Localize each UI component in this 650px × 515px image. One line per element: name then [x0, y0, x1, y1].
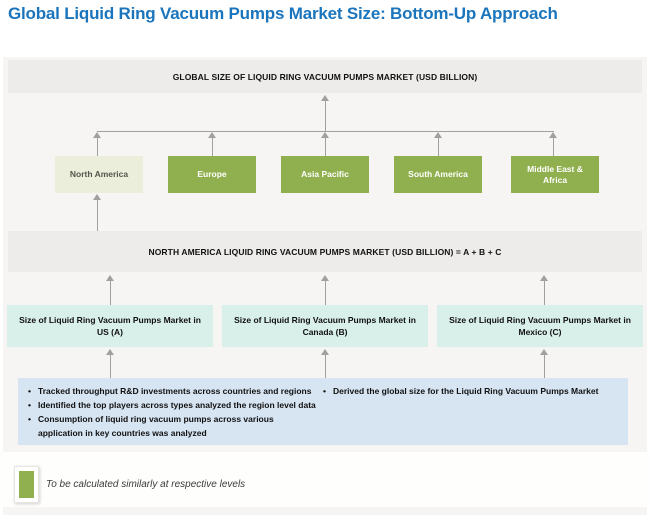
global-market-bar: GLOBAL SIZE OF LIQUID RING VACUUM PUMPS … [8, 60, 642, 93]
arrow-stem [325, 100, 326, 131]
arrowhead-icon [321, 275, 329, 281]
methodology-right-column: Derived the global size for the Liquid R… [323, 384, 618, 398]
region-box-asia-pacific: Asia Pacific [281, 156, 369, 193]
legend-green-swatch [19, 471, 34, 498]
country-box-canada: Size of Liquid Ring Vacuum Pumps Market … [222, 305, 428, 347]
legend-label: To be calculated similarly at respective… [46, 479, 246, 490]
arrowhead-icon [321, 95, 329, 101]
arrow-stem [544, 354, 545, 378]
arrowhead-icon [93, 132, 101, 138]
legend-background-band [0, 452, 650, 507]
arrow-stem [325, 354, 326, 378]
methodology-bullet: Identified the top players across types … [28, 398, 318, 412]
arrowhead-icon [321, 349, 329, 355]
legend-swatch-frame [14, 466, 39, 503]
arrow-stem [97, 137, 98, 156]
region-box-north-america: North America [55, 156, 143, 193]
arrowhead-icon [208, 132, 216, 138]
country-box-us: Size of Liquid Ring Vacuum Pumps Market … [7, 305, 213, 347]
arrow-stem [544, 280, 545, 305]
arrow-stem [553, 137, 554, 156]
connector-line [97, 131, 554, 132]
arrow-stem [110, 354, 111, 378]
page-title: Global Liquid Ring Vacuum Pumps Market S… [8, 4, 558, 23]
methodology-bullet: Tracked throughput R&D investments acros… [28, 384, 318, 398]
methodology-box: Tracked throughput R&D investments acros… [18, 378, 628, 445]
arrowhead-icon [106, 275, 114, 281]
arrowhead-icon [321, 132, 329, 138]
region-box-south-america: South America [394, 156, 482, 193]
arrowhead-icon [434, 132, 442, 138]
arrowhead-icon [540, 275, 548, 281]
arrow-stem [212, 137, 213, 156]
arrow-stem [438, 137, 439, 156]
arrow-stem [110, 280, 111, 305]
arrowhead-icon [549, 132, 557, 138]
arrowhead-icon [540, 349, 548, 355]
methodology-left-column: Tracked throughput R&D investments acros… [28, 384, 318, 440]
methodology-bullet: Consumption of liquid ring vacuum pumps … [28, 412, 318, 440]
methodology-bullet: Derived the global size for the Liquid R… [323, 384, 618, 398]
country-box-mexico: Size of Liquid Ring Vacuum Pumps Market … [437, 305, 643, 347]
arrow-stem [325, 137, 326, 156]
north-america-market-bar: NORTH AMERICA LIQUID RING VACUUM PUMPS M… [8, 231, 642, 272]
arrow-stem [97, 199, 98, 231]
arrowhead-icon [93, 194, 101, 200]
region-box-middle-east-africa: Middle East & Africa [511, 156, 599, 193]
arrowhead-icon [106, 349, 114, 355]
arrow-stem [325, 280, 326, 305]
region-box-europe: Europe [168, 156, 256, 193]
